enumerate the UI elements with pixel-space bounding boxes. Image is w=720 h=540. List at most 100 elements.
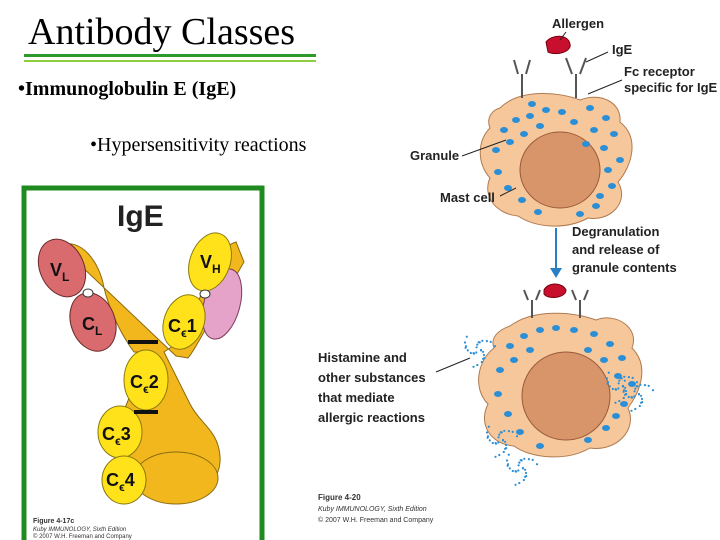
released-dot — [476, 343, 479, 346]
mast-cell-top — [479, 35, 633, 227]
released-dot — [651, 389, 655, 392]
fc-receptor-label-line1: Fc receptor — [624, 64, 695, 79]
released-dot — [466, 349, 469, 352]
ce4-back-domain — [133, 451, 219, 505]
granule-dot — [558, 109, 566, 115]
released-dot — [494, 442, 497, 445]
granule-dot — [494, 169, 502, 175]
title-underline-accent — [24, 60, 316, 62]
granule-dot — [506, 343, 514, 349]
released-dot — [622, 389, 626, 392]
released-dot — [624, 389, 628, 393]
histamine-label-line1: Histamine and — [318, 350, 407, 365]
released-dot — [472, 352, 475, 355]
released-dot — [621, 385, 625, 388]
released-dot — [511, 430, 514, 433]
granule-dot — [570, 327, 578, 333]
released-dot — [607, 371, 610, 374]
mast-caption-figure-number: Figure 4-20 — [318, 493, 361, 502]
granule-dot — [504, 411, 512, 417]
released-dot — [523, 457, 526, 460]
released-dot — [618, 399, 621, 403]
vl-domain — [37, 238, 87, 298]
released-dot — [633, 390, 636, 393]
released-dot — [494, 455, 497, 458]
released-dot — [623, 379, 626, 382]
released-dot — [640, 397, 644, 401]
released-dot — [527, 458, 531, 461]
released-dot — [608, 385, 611, 388]
granule-dot — [536, 443, 544, 449]
granule-dot — [526, 347, 534, 353]
mast-cell-nucleus — [519, 131, 601, 209]
ce2-label: Cϵ2 — [130, 372, 159, 396]
slide-title: Antibody Classes — [28, 11, 296, 53]
released-dot — [624, 393, 627, 396]
granule-dot — [612, 413, 620, 419]
released-dot — [524, 468, 527, 471]
granule-dot — [620, 401, 628, 407]
released-dot — [476, 363, 479, 367]
released-dot — [498, 453, 501, 457]
released-dot — [514, 470, 517, 473]
released-dot — [493, 345, 497, 348]
vh-ce1-link — [199, 289, 211, 299]
allergen-leader — [559, 31, 567, 41]
degranulation-label-line2: and release of — [572, 242, 660, 257]
released-dot — [482, 350, 485, 353]
released-dot — [518, 481, 521, 485]
released-dot — [488, 439, 491, 442]
released-dot — [502, 450, 505, 454]
granule-dot — [604, 167, 612, 173]
granule-dot — [582, 141, 590, 147]
granule-dot — [570, 119, 578, 125]
mast-cell-bottom — [463, 283, 655, 486]
granule-dot — [552, 325, 560, 331]
granule-dot — [616, 157, 624, 163]
ige-receptor-pair — [513, 57, 587, 98]
released-dot — [507, 453, 510, 456]
granule-dot — [528, 101, 536, 107]
histamine-label-line2: other substances — [318, 370, 426, 385]
ige-figure-caption: Figure 4-17c Kuby IMMUNOLOGY, Sixth Edit… — [33, 518, 132, 540]
ige-caption-book: Kuby IMMUNOLOGY, Sixth Edition — [33, 527, 127, 533]
granule-dot — [518, 197, 526, 203]
released-dot — [475, 346, 478, 349]
ige-left — [513, 59, 531, 98]
released-dot — [518, 461, 521, 464]
bullet-immunoglobulin-e: •Immunoglobulin E (IgE) — [18, 78, 236, 101]
released-dot — [634, 387, 637, 390]
granule-dot — [600, 357, 608, 363]
granule-label: Granule — [410, 148, 459, 163]
mast-cell-nucleus-bottom — [521, 351, 611, 441]
released-dot — [485, 431, 489, 434]
granule-dot — [510, 357, 518, 363]
released-dot — [501, 439, 505, 442]
released-dot — [605, 377, 609, 380]
released-dot — [504, 440, 507, 443]
released-dot — [535, 463, 539, 466]
released-dot — [506, 463, 510, 466]
heavy-chain-front — [97, 232, 232, 505]
granule-dot — [500, 127, 508, 133]
released-dot — [507, 430, 510, 433]
released-dot — [497, 441, 500, 444]
released-dot — [504, 447, 507, 450]
released-dot — [472, 365, 475, 368]
ige-left-bottom — [523, 289, 541, 318]
ige-label: IgE — [612, 42, 633, 57]
released-dot — [614, 401, 617, 404]
allergen-crosslink — [543, 283, 567, 298]
granule-dot — [504, 185, 512, 191]
allergen-label: Allergen — [552, 16, 604, 31]
released-dot — [475, 351, 478, 354]
released-dot — [620, 377, 623, 380]
released-dot — [638, 404, 641, 408]
granule-dot — [608, 183, 616, 189]
granule-dot — [576, 211, 584, 217]
released-dot — [498, 433, 501, 436]
released-dot — [630, 409, 633, 412]
released-dot — [522, 478, 525, 482]
released-dot — [482, 353, 486, 357]
released-dot — [517, 469, 520, 472]
